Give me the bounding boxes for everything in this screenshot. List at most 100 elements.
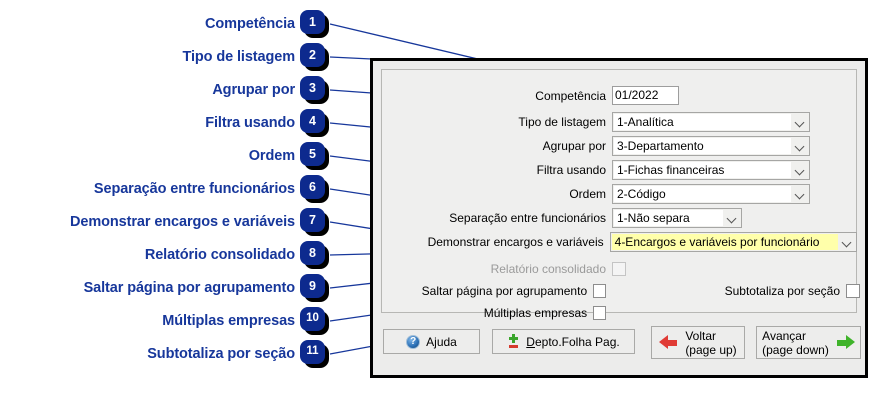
combo-encargos-value: 4-Encargos e variáveis por funcionário bbox=[611, 233, 838, 250]
voltar-button-label: Voltar (page up) bbox=[685, 328, 737, 357]
row-saltar-pagina: Saltar página por agrupamento bbox=[406, 280, 606, 301]
ajuda-button[interactable]: ? Ajuda bbox=[383, 329, 480, 354]
annotation-badge: 3 bbox=[300, 76, 330, 104]
arrow-right-icon bbox=[836, 335, 855, 350]
label-competencia: Competência bbox=[535, 88, 606, 103]
annotation-badge: 1 bbox=[300, 10, 330, 38]
label-separacao: Separação entre funcionários bbox=[449, 210, 606, 225]
annotation-label: Múltiplas empresas bbox=[162, 313, 295, 329]
annotation-badge: 11 bbox=[300, 340, 330, 368]
row-filtra-usando: Filtra usando 1-Fichas financeiras bbox=[482, 159, 873, 180]
annotation-callout-11: Subtotaliza por seção 11 bbox=[147, 340, 330, 368]
label-multiplas-empresas: Múltiplas empresas bbox=[483, 305, 588, 320]
row-competencia: Competência 01/2022 bbox=[482, 85, 842, 106]
badge-number: 1 bbox=[300, 10, 325, 34]
checkbox-saltar-pagina[interactable] bbox=[593, 283, 606, 298]
annotation-label: Ordem bbox=[248, 148, 295, 164]
annotation-badge: 5 bbox=[300, 142, 330, 170]
badge-number: 9 bbox=[300, 274, 325, 298]
label-tipo-listagem: Tipo de listagem bbox=[518, 114, 606, 129]
annotation-callout-4: Filtra usando 4 bbox=[205, 109, 330, 137]
depto-folha-pag-button[interactable]: Depto.Folha Pag. bbox=[492, 329, 635, 354]
chevron-down-icon[interactable] bbox=[723, 210, 740, 226]
annotation-badge: 10 bbox=[300, 307, 330, 335]
avancar-button-label: Avançar (page down) bbox=[762, 328, 829, 357]
combo-filtra-usando-value: 1-Fichas financeiras bbox=[614, 161, 791, 178]
plus-minus-icon bbox=[507, 334, 520, 349]
report-options-dialog: Competência 01/2022 Tipo de listagem 1-A… bbox=[370, 58, 868, 378]
chevron-down-icon[interactable] bbox=[791, 138, 808, 154]
avancar-button-sub: (page down) bbox=[762, 342, 829, 357]
badge-number: 8 bbox=[300, 241, 325, 265]
ajuda-accel: j bbox=[434, 334, 437, 349]
row-separacao: Separação entre funcionários 1-Não separ… bbox=[406, 207, 826, 228]
combo-agrupar-por-value: 3-Departamento bbox=[614, 137, 791, 154]
label-filtra-usando: Filtra usando bbox=[536, 162, 606, 177]
annotation-label: Subtotaliza por seção bbox=[147, 346, 295, 362]
badge-number: 11 bbox=[300, 340, 325, 364]
voltar-button[interactable]: Voltar (page up) bbox=[651, 326, 745, 359]
depto-accel: D bbox=[526, 334, 535, 349]
input-competencia[interactable]: 01/2022 bbox=[612, 86, 679, 105]
annotation-callout-10: Múltiplas empresas 10 bbox=[162, 307, 330, 335]
depto-button-label: Depto.Folha Pag. bbox=[526, 334, 620, 349]
row-relatorio-consolidado: Relatório consolidado bbox=[482, 258, 842, 279]
label-subtotaliza: Subtotaliza por seção bbox=[724, 283, 840, 298]
annotation-badge: 8 bbox=[300, 241, 330, 269]
combo-encargos[interactable]: 4-Encargos e variáveis por funcionário bbox=[609, 231, 857, 252]
row-subtotaliza: Subtotaliza por seção bbox=[672, 280, 872, 301]
combo-agrupar-por[interactable]: 3-Departamento bbox=[612, 135, 810, 156]
voltar-accel: V bbox=[685, 328, 693, 343]
combo-tipo-listagem[interactable]: 1-Analítica bbox=[612, 111, 810, 132]
label-agrupar-por: Agrupar por bbox=[542, 138, 606, 153]
label-saltar-pagina: Saltar página por agrupamento bbox=[421, 283, 588, 298]
badge-number: 5 bbox=[300, 142, 325, 166]
annotation-callout-7: Demonstrar encargos e variáveis 7 bbox=[70, 208, 330, 236]
row-encargos: Demonstrar encargos e variáveis 4-Encarg… bbox=[387, 231, 857, 252]
combo-tipo-listagem-value: 1-Analítica bbox=[614, 113, 791, 130]
annotation-label: Competência bbox=[205, 16, 295, 32]
badge-number: 7 bbox=[300, 208, 325, 232]
badge-number: 3 bbox=[300, 76, 325, 100]
row-agrupar-por: Agrupar por 3-Departamento bbox=[482, 135, 873, 156]
combo-ordem-value: 2-Código bbox=[614, 185, 791, 202]
annotation-callout-2: Tipo de listagem 2 bbox=[182, 43, 330, 71]
badge-number: 4 bbox=[300, 109, 325, 133]
annotation-label: Separação entre funcionários bbox=[93, 181, 295, 197]
label-encargos: Demonstrar encargos e variáveis bbox=[427, 234, 604, 249]
chevron-down-icon[interactable] bbox=[838, 234, 855, 250]
checkbox-subtotaliza[interactable] bbox=[846, 283, 860, 298]
chevron-down-icon[interactable] bbox=[791, 162, 808, 178]
combo-separacao-value: 1-Não separa bbox=[614, 209, 723, 226]
row-ordem: Ordem 2-Código bbox=[482, 183, 873, 204]
annotation-callout-1: Competência 1 bbox=[205, 10, 330, 38]
help-icon: ? bbox=[406, 334, 421, 349]
chevron-down-icon[interactable] bbox=[791, 186, 808, 202]
voltar-button-sub: (page up) bbox=[685, 342, 737, 357]
annotation-badge: 4 bbox=[300, 109, 330, 137]
annotation-label: Filtra usando bbox=[205, 115, 295, 131]
annotation-label: Demonstrar encargos e variáveis bbox=[70, 214, 295, 230]
label-relatorio-consolidado: Relatório consolidado bbox=[490, 261, 606, 276]
annotation-label: Tipo de listagem bbox=[182, 49, 295, 65]
ajuda-button-label: Ajuda bbox=[426, 334, 457, 349]
annotation-label: Saltar página por agrupamento bbox=[83, 280, 296, 296]
annotation-badge: 2 bbox=[300, 43, 330, 71]
annotation-badge: 9 bbox=[300, 274, 330, 302]
badge-number: 2 bbox=[300, 43, 325, 67]
avancar-accel: A bbox=[762, 328, 770, 343]
row-multiplas-empresas: Múltiplas empresas bbox=[406, 302, 606, 323]
arrow-left-icon bbox=[659, 335, 678, 350]
combo-filtra-usando[interactable]: 1-Fichas financeiras bbox=[612, 159, 810, 180]
form-panel: Competência 01/2022 Tipo de listagem 1-A… bbox=[381, 69, 860, 320]
combo-separacao[interactable]: 1-Não separa bbox=[612, 207, 742, 228]
combo-ordem[interactable]: 2-Código bbox=[612, 183, 810, 204]
avancar-button[interactable]: Avançar (page down) bbox=[756, 326, 861, 359]
chevron-down-icon[interactable] bbox=[791, 114, 808, 130]
checkbox-multiplas-empresas[interactable] bbox=[593, 305, 606, 320]
badge-number: 10 bbox=[300, 307, 325, 331]
